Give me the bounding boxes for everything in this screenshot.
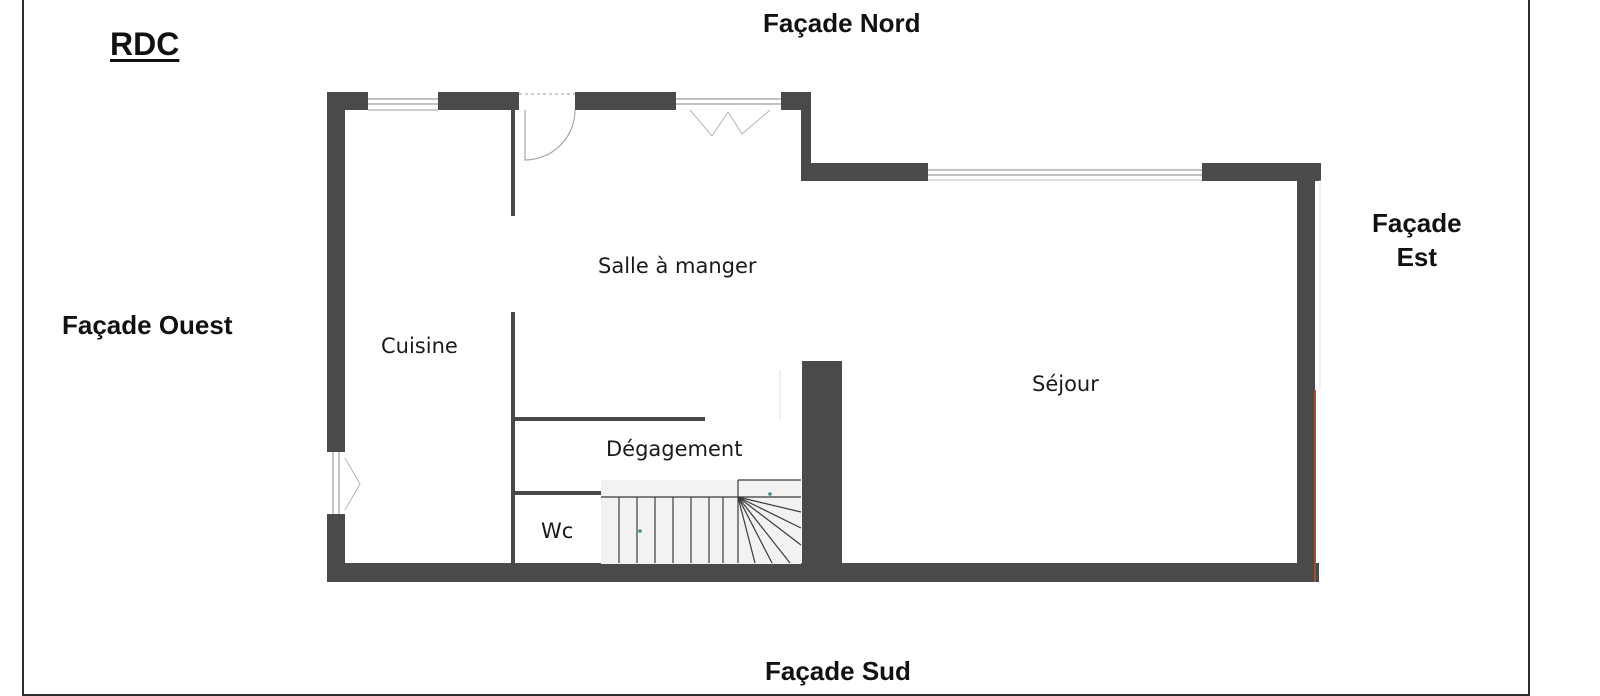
room-label-hallway: Dégagement [606,437,743,461]
facade-east-line1: Façade [1372,208,1462,238]
partition-kitchen-upper [511,106,515,216]
partition-wc-top [515,491,638,495]
wall-east [1297,163,1315,582]
window-north-1 [368,92,438,110]
staircase [601,479,802,564]
window-west [327,452,345,514]
partition-hallway-top [515,417,705,421]
room-label-dining: Salle à manger [598,254,757,278]
partition-kitchen-lower [511,312,515,564]
wall-stair-block [802,361,842,564]
door-swing [524,109,576,161]
level-label: RDC [110,26,180,62]
room-label-wc: Wc [541,519,574,543]
window-north-2 [676,92,781,110]
stair-area [601,480,801,564]
wall-south [327,563,1319,582]
door-north [519,92,575,110]
faint-details [779,180,1321,420]
windows [327,92,1316,582]
floor-plan [327,92,1321,582]
room-label-living: Séjour [1032,372,1099,396]
wall-step-vertical [801,92,811,180]
facade-west-label: Façade Ouest [62,310,233,340]
facade-east-label: Façade Est [1372,206,1462,274]
partitions [511,106,705,564]
facade-north-label: Façade Nord [763,8,921,38]
room-label-kitchen: Cuisine [381,334,458,358]
window-north-3 [928,163,1202,181]
facade-east-line2: Est [1396,242,1438,272]
